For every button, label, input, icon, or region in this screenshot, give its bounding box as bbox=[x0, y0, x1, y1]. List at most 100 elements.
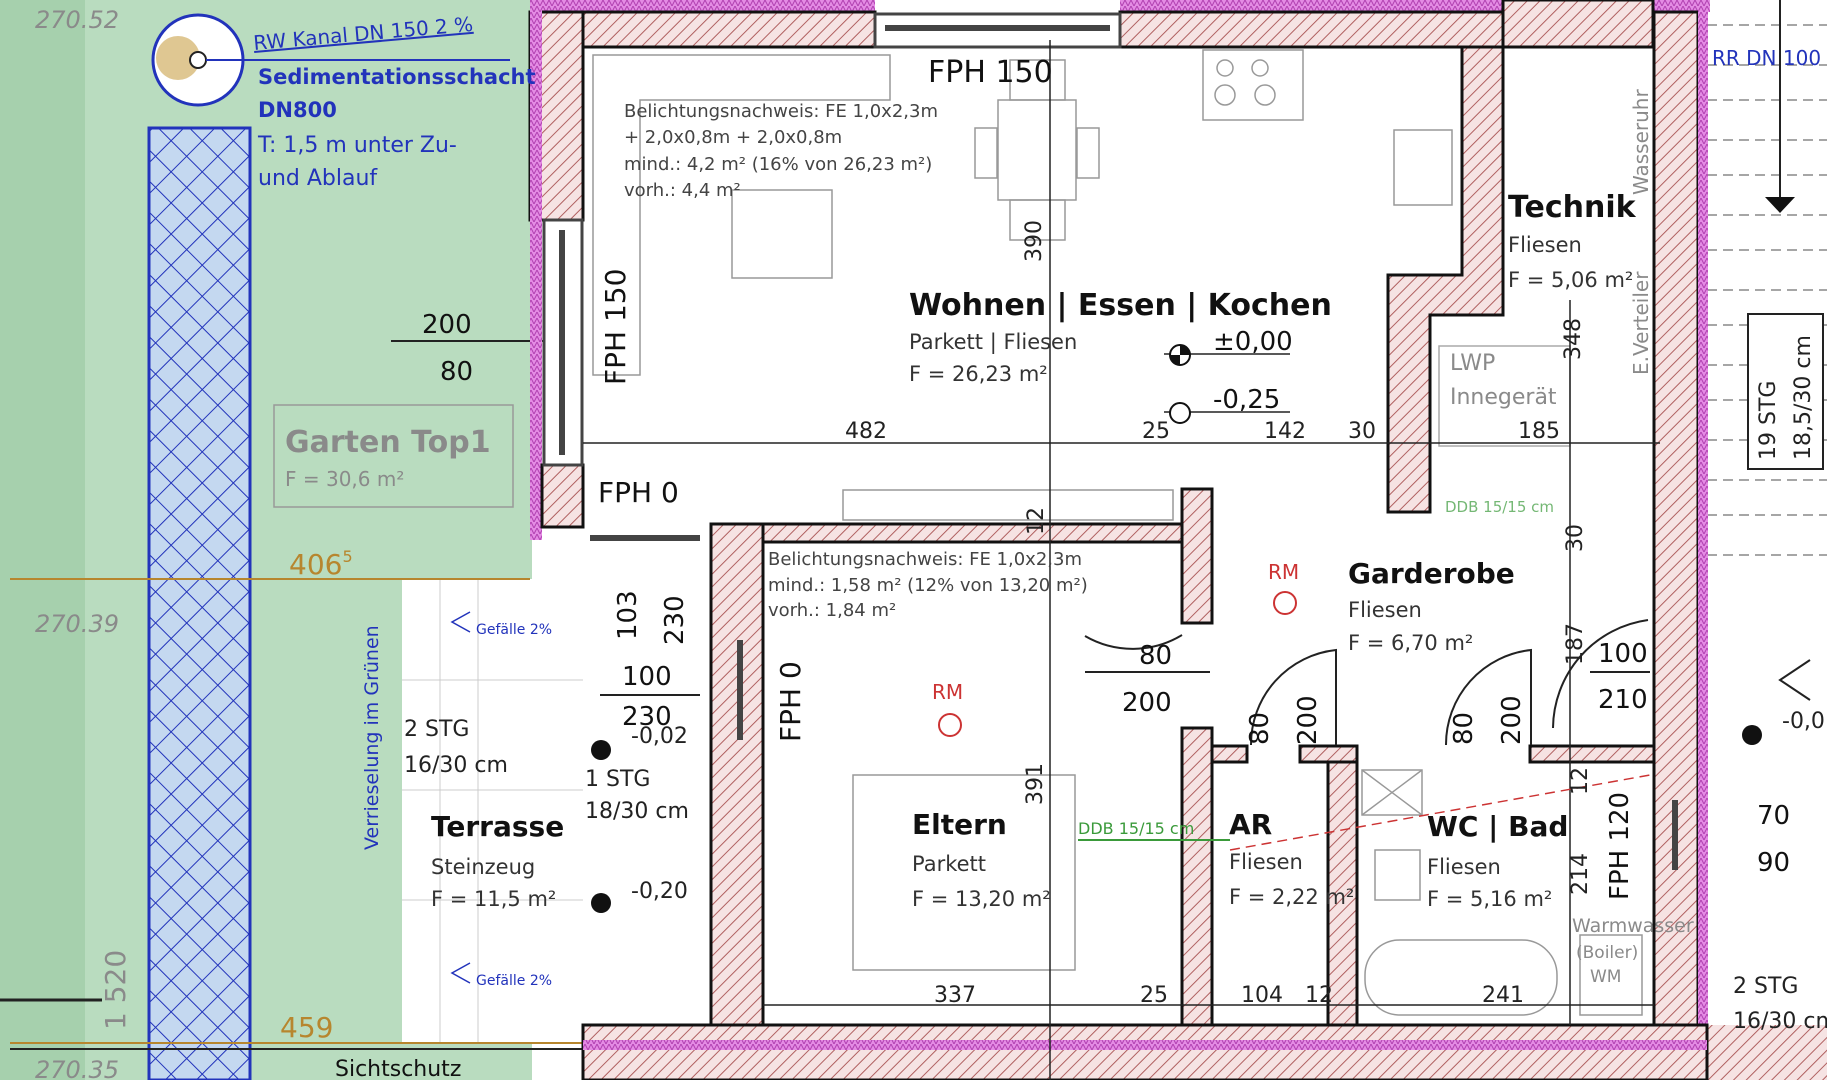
eltern-door-200: 200 bbox=[1122, 688, 1172, 718]
garden-edge-strip bbox=[0, 0, 85, 1080]
shaft-depth-1: T: 1,5 m unter Zu- bbox=[257, 133, 457, 158]
level-minus-025: -0,25 bbox=[1213, 385, 1280, 415]
dim-185: 185 bbox=[1518, 419, 1560, 444]
smoke-detector-icon bbox=[1273, 591, 1297, 615]
terrace-tiles bbox=[402, 579, 583, 1043]
dim-12c: 12 bbox=[1568, 767, 1593, 795]
eltern-light-2: mind.: 1,58 m² (12% von 13,20 m²) bbox=[768, 575, 1088, 596]
steps-a-size: 16/30 cm bbox=[404, 753, 508, 778]
dim-459: 459 bbox=[280, 1011, 333, 1044]
bad-fph: FPH 120 bbox=[1605, 792, 1635, 900]
ddb-technik: DDB 15/15 cm bbox=[1445, 498, 1554, 516]
dim-187: 187 bbox=[1563, 623, 1588, 665]
dim-482: 482 bbox=[845, 419, 887, 444]
dim-337: 337 bbox=[934, 983, 976, 1008]
ar-door-80: 80 bbox=[1245, 712, 1275, 745]
smoke-detector-icon bbox=[938, 713, 962, 737]
dim-30: 30 bbox=[1348, 419, 1376, 444]
dim-4065: 4065 bbox=[289, 547, 353, 581]
fph-top: FPH 150 bbox=[928, 55, 1053, 90]
stairs-b-count: 2 STG bbox=[1733, 974, 1798, 999]
stair-label-box bbox=[1747, 313, 1824, 470]
fph-left: FPH 150 bbox=[599, 269, 632, 385]
distributor-label: E.Verteiler bbox=[1629, 271, 1653, 375]
door-230: 230 bbox=[660, 595, 690, 645]
dim-348: 348 bbox=[1561, 318, 1586, 360]
eltern-area: F = 13,20 m² bbox=[912, 887, 1051, 911]
dim-390: 390 bbox=[1022, 220, 1047, 262]
dim-30b: 30 bbox=[1563, 524, 1588, 552]
elevation-mid: 270.39 bbox=[35, 610, 119, 638]
dim-12: 12 bbox=[1024, 507, 1049, 535]
level-marker-icon bbox=[591, 893, 611, 913]
garderobe-name: Garderobe bbox=[1348, 557, 1515, 590]
dim-241: 241 bbox=[1482, 983, 1524, 1008]
dim-391: 391 bbox=[1023, 763, 1048, 805]
door-100: 100 bbox=[622, 662, 672, 692]
level-marker-open-icon bbox=[1169, 402, 1191, 424]
technik-floor: Fliesen bbox=[1508, 233, 1582, 257]
ar-door-200: 200 bbox=[1293, 695, 1323, 745]
window-width: 200 bbox=[422, 310, 472, 340]
shaft-depth-2: und Ablauf bbox=[258, 166, 378, 191]
dim-214: 214 bbox=[1568, 853, 1593, 895]
light-proof-2: + 2,0x0,8m + 2,0x0,8m bbox=[624, 127, 842, 148]
dim-70: 70 bbox=[1757, 801, 1790, 831]
water-meter-label: Wasseruhr bbox=[1629, 89, 1653, 195]
door-103: 103 bbox=[613, 590, 643, 640]
ar-area: F = 2,22 m² bbox=[1229, 885, 1354, 909]
eltern-fph: FPH 0 bbox=[774, 661, 807, 742]
garderobe-floor: Fliesen bbox=[1348, 598, 1422, 622]
entry-door-100: 100 bbox=[1598, 639, 1648, 669]
terrace-area bbox=[402, 579, 583, 1043]
heat-pump-2: Innegerät bbox=[1450, 385, 1557, 410]
dim-104: 104 bbox=[1241, 983, 1283, 1008]
level-zero: ±0,00 bbox=[1213, 327, 1293, 357]
light-proof-4: vorh.: 4,4 m² bbox=[624, 180, 741, 201]
light-proof-1: Belichtungsnachweis: FE 1,0x2,3m bbox=[624, 101, 938, 122]
eltern-floor: Parkett bbox=[912, 852, 986, 876]
fph-bottom: FPH 0 bbox=[598, 476, 679, 509]
dim-4065-sup: 5 bbox=[342, 547, 352, 566]
dim-25b: 25 bbox=[1140, 983, 1168, 1008]
level-marker-fill bbox=[1170, 345, 1190, 365]
dim-12b: 12 bbox=[1305, 983, 1333, 1008]
shaft-fill bbox=[156, 36, 200, 80]
bad-floor: Fliesen bbox=[1427, 855, 1501, 879]
living-floor: Parkett | Fliesen bbox=[909, 330, 1077, 355]
garden-label-box bbox=[273, 404, 514, 508]
dim-4065-value: 406 bbox=[289, 548, 342, 581]
eltern-light-3: vorh.: 1,84 m² bbox=[768, 600, 896, 621]
garden-name: Garten Top1 bbox=[285, 425, 491, 460]
level-terrace-door: -0,02 bbox=[631, 724, 688, 749]
shaft-center bbox=[189, 51, 207, 69]
terrace-area-label: F = 11,5 m² bbox=[431, 887, 556, 911]
seepage-trench bbox=[147, 126, 252, 1080]
windows bbox=[542, 12, 1678, 870]
technik-area: F = 5,06 m² bbox=[1508, 268, 1633, 292]
eltern-light-1: Belichtungsnachweis: FE 1,0x2,3m bbox=[768, 549, 1082, 570]
dim-90: 90 bbox=[1757, 848, 1790, 878]
dimension-lines bbox=[583, 40, 1660, 1080]
level-marker-icon bbox=[1742, 725, 1762, 745]
steps-b-count: 1 STG bbox=[585, 767, 650, 792]
boiler-label-2: (Boiler) bbox=[1576, 943, 1638, 963]
technik-name: Technik bbox=[1508, 190, 1637, 225]
stair-direction-icon bbox=[1778, 659, 1811, 701]
entry-door-210: 210 bbox=[1598, 685, 1648, 715]
stairwell bbox=[1707, 0, 1827, 1080]
ddb-eltern: DDB 15/15 cm bbox=[1078, 819, 1194, 838]
heat-pump-1: LWP bbox=[1450, 351, 1495, 376]
shaft-size: DN800 bbox=[258, 98, 337, 122]
stairs-count: 19 STG bbox=[1756, 381, 1781, 460]
dim-1520: 1 520 bbox=[99, 950, 132, 1030]
slope-label-2: Gefälle 2% bbox=[476, 973, 552, 989]
eltern-name: Eltern bbox=[912, 808, 1007, 841]
garderobe-rm: RM bbox=[1268, 560, 1299, 584]
garden-area-label: F = 30,6 m² bbox=[285, 467, 404, 491]
ar-name: AR bbox=[1229, 808, 1272, 841]
washing-machine-label: WM bbox=[1590, 967, 1621, 987]
furniture bbox=[592, 49, 1643, 1016]
window-height: 80 bbox=[440, 357, 473, 387]
